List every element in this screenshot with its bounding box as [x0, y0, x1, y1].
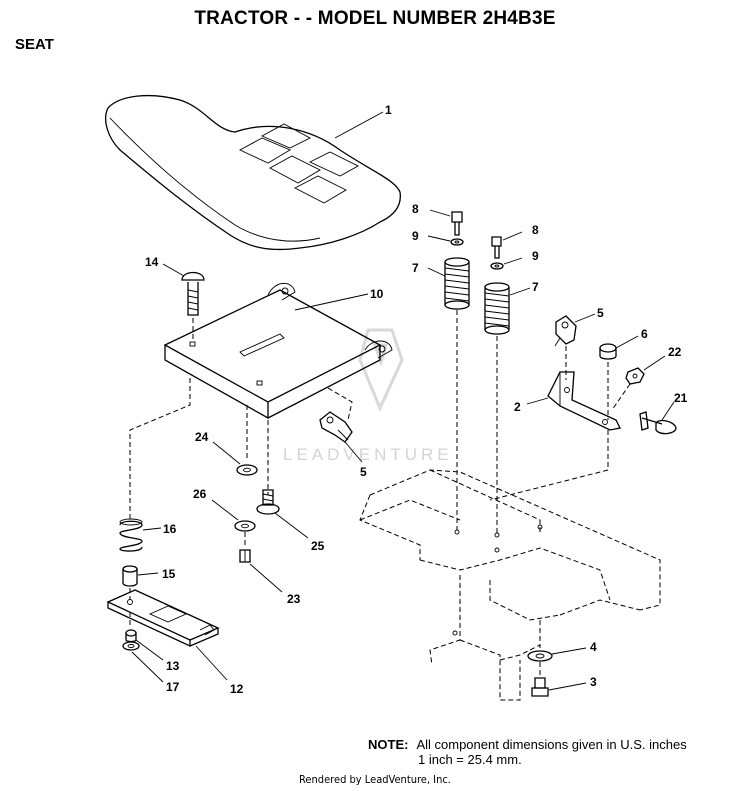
note-line-2: 1 inch = 25.4 mm. — [418, 752, 522, 767]
page-title: TRACTOR - - MODEL NUMBER 2H4B3E — [194, 8, 556, 29]
callout-4: 4 — [590, 640, 597, 654]
part-spring-7-right — [484, 282, 510, 335]
leader-21 — [661, 401, 675, 421]
leader-23 — [249, 563, 283, 593]
part-latch-right — [554, 315, 577, 347]
callout-3: 3 — [590, 675, 597, 689]
part-washer-17 — [122, 641, 140, 651]
callout-21: 21 — [674, 391, 688, 405]
callout-9a: 9 — [412, 229, 419, 243]
leader-22 — [643, 355, 666, 371]
watermark-text: LEADVENTURE — [283, 445, 453, 464]
part-seat — [105, 94, 401, 251]
callout-8b: 8 — [532, 223, 539, 237]
callout-7a: 7 — [412, 261, 419, 275]
part-bolt-8-left — [451, 211, 463, 236]
part-washer-9-right — [490, 262, 504, 270]
part-bolt-21 — [639, 411, 677, 435]
callout-17: 17 — [166, 680, 180, 694]
callout-5a: 5 — [597, 306, 604, 320]
callout-23: 23 — [287, 592, 301, 606]
callout-25: 25 — [311, 539, 325, 553]
leader-7b — [509, 287, 531, 296]
leader-7a — [427, 267, 446, 277]
dimension-note: NOTE: All component dimensions given in U… — [368, 737, 687, 767]
leader-15 — [137, 572, 159, 576]
callout-10: 10 — [370, 287, 384, 301]
callout-26: 26 — [193, 487, 207, 501]
leader-17 — [131, 651, 164, 683]
part-seat-pan — [163, 282, 393, 420]
leader-13 — [135, 639, 164, 661]
part-bolt-8-right — [491, 236, 502, 259]
footer-credit: Rendered by LeadVenture, Inc. — [299, 773, 451, 786]
leader-12 — [195, 645, 228, 681]
leader-9a — [427, 235, 451, 242]
callout-12: 12 — [230, 682, 244, 696]
part-nut-23 — [239, 549, 251, 563]
callout-16: 16 — [163, 522, 177, 536]
leader-10 — [294, 293, 369, 311]
callout-9b: 9 — [532, 249, 539, 263]
leader-26 — [211, 499, 239, 521]
leader-16 — [142, 527, 162, 531]
callout-labels: 1 10 14 8 9 7 8 9 7 5 6 22 2 21 5 24 26 … — [145, 103, 688, 696]
part-nut-6 — [599, 343, 617, 360]
watermark-logo-icon — [358, 328, 404, 412]
align-line-left — [129, 378, 191, 520]
leader-9b — [503, 257, 523, 265]
leader-4 — [551, 647, 587, 655]
part-washer-9-left — [450, 238, 464, 246]
leader-8b — [502, 231, 523, 241]
part-latch-left — [319, 411, 353, 443]
leader-5b — [344, 441, 363, 463]
leader-24 — [212, 441, 241, 465]
part-nut-22 — [625, 367, 645, 385]
note-label: NOTE: — [368, 737, 409, 752]
callout-6: 6 — [641, 327, 648, 341]
callout-15: 15 — [162, 567, 176, 581]
align-line-2 — [489, 430, 609, 501]
part-carriage-bolt — [181, 271, 205, 316]
callout-24: 24 — [195, 430, 209, 444]
leader-8a — [429, 209, 451, 217]
callout-8a: 8 — [412, 202, 419, 216]
part-spacer-15 — [122, 565, 138, 587]
leader-3 — [548, 682, 587, 691]
part-bolt-25 — [256, 489, 280, 515]
align-line-5a — [327, 387, 353, 421]
part-washer-24 — [236, 464, 258, 476]
align-line-22 — [611, 383, 631, 411]
part-washer-4 — [527, 650, 553, 662]
part-washer-26 — [234, 520, 256, 532]
callout-7b: 7 — [532, 280, 539, 294]
part-bracket — [547, 371, 621, 431]
part-nut-13 — [125, 629, 137, 643]
tractor-frame — [359, 469, 661, 701]
leader-14 — [162, 263, 185, 277]
leader-25 — [274, 512, 309, 539]
callout-5b: 5 — [360, 465, 367, 479]
callout-14: 14 — [145, 255, 159, 269]
leader-6 — [615, 335, 639, 349]
leader-5a — [574, 313, 596, 323]
callout-22: 22 — [668, 345, 682, 359]
callout-1: 1 — [385, 103, 392, 117]
note-line-1: All component dimensions given in U.S. i… — [416, 737, 687, 752]
part-spring-16 — [119, 518, 143, 552]
part-bolt-3 — [531, 677, 549, 697]
part-spring-7-left — [444, 257, 470, 310]
leader-2 — [526, 397, 549, 405]
part-mounting-plate — [106, 589, 220, 648]
callout-13: 13 — [166, 659, 180, 673]
leader-1 — [334, 111, 384, 139]
section-label: SEAT — [15, 36, 54, 53]
callout-2: 2 — [514, 400, 521, 414]
